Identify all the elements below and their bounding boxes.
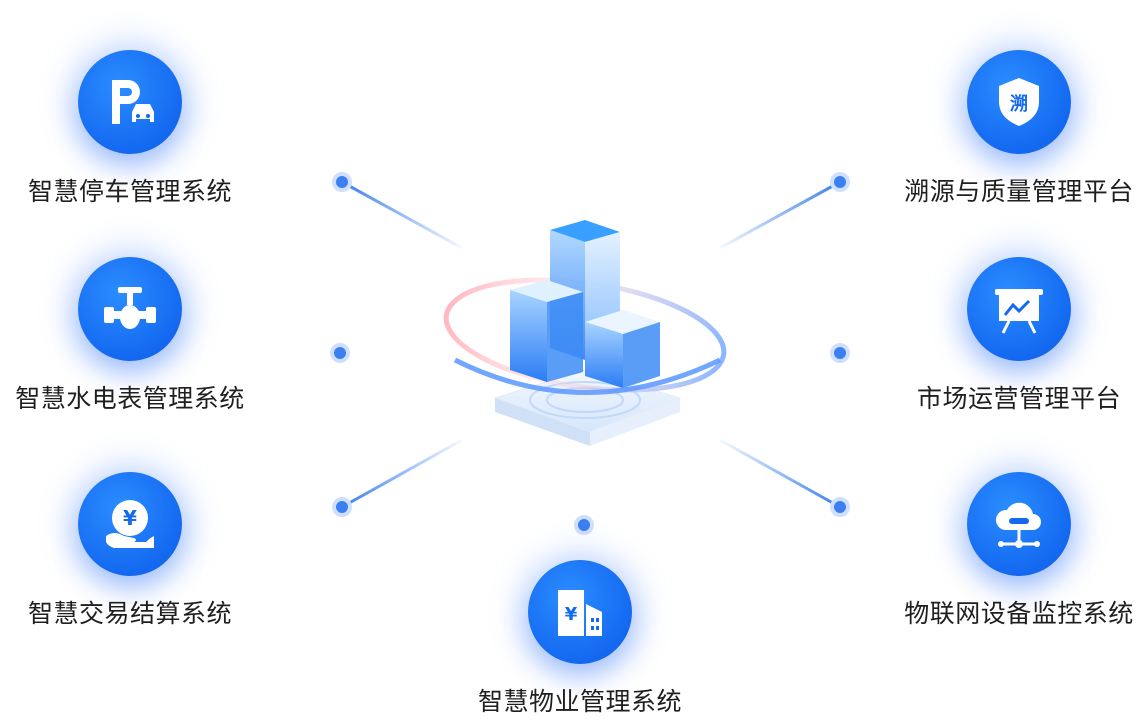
node-market[interactable]: 市场运营管理平台 xyxy=(893,257,1145,415)
market-label: 市场运营管理平台 xyxy=(916,384,1121,413)
dot-iot xyxy=(830,497,850,517)
dot-parking xyxy=(332,172,352,192)
market-circle[interactable] xyxy=(967,257,1071,361)
presentation-chart-icon xyxy=(995,289,1043,334)
connector-trace xyxy=(719,180,841,250)
cloud-network-icon xyxy=(995,502,1041,548)
meter-circle[interactable] xyxy=(78,257,182,361)
dot-property xyxy=(574,515,594,535)
property-circle[interactable]: ¥ xyxy=(528,560,632,664)
node-parking[interactable]: 智慧停车管理系统 xyxy=(5,50,255,208)
iot-circle[interactable] xyxy=(967,472,1071,576)
node-trace[interactable]: 溯 溯源与质量管理平台 xyxy=(893,50,1145,208)
trace-circle[interactable]: 溯 xyxy=(967,50,1071,154)
yen-coin-hand-icon: ¥ xyxy=(106,500,154,548)
trade-circle[interactable]: ¥ xyxy=(78,472,182,576)
node-meter[interactable]: 智慧水电表管理系统 xyxy=(5,257,255,415)
parking-car-icon xyxy=(112,80,154,124)
trade-label: 智慧交易结算系统 xyxy=(27,599,232,628)
node-iot[interactable]: 物联网设备监控系统 xyxy=(893,472,1145,630)
parking-label: 智慧停车管理系统 xyxy=(27,177,232,206)
svg-text:¥: ¥ xyxy=(123,506,137,530)
node-trade[interactable]: ¥ 智慧交易结算系统 xyxy=(5,472,255,630)
dot-market xyxy=(830,343,850,363)
connector-parking xyxy=(341,180,463,250)
water-valve-icon xyxy=(104,287,156,329)
yen-building-icon: ¥ xyxy=(558,590,602,636)
meter-label: 智慧水电表管理系统 xyxy=(15,384,245,413)
node-property[interactable]: ¥ 智慧物业管理系统 xyxy=(455,560,705,718)
trace-shield-icon: 溯 xyxy=(999,78,1039,126)
connector-iot xyxy=(719,438,841,509)
dot-meter xyxy=(330,343,350,363)
iot-label: 物联网设备监控系统 xyxy=(904,599,1134,628)
svg-text:溯: 溯 xyxy=(1010,93,1028,115)
center-building-illustration xyxy=(443,220,727,446)
trace-label: 溯源与质量管理平台 xyxy=(904,177,1134,206)
dot-trace xyxy=(830,172,850,192)
connector-trade xyxy=(341,438,463,509)
svg-text:¥: ¥ xyxy=(565,604,578,625)
property-label: 智慧物业管理系统 xyxy=(477,687,682,716)
parking-circle[interactable] xyxy=(78,50,182,154)
dot-trade xyxy=(332,497,352,517)
